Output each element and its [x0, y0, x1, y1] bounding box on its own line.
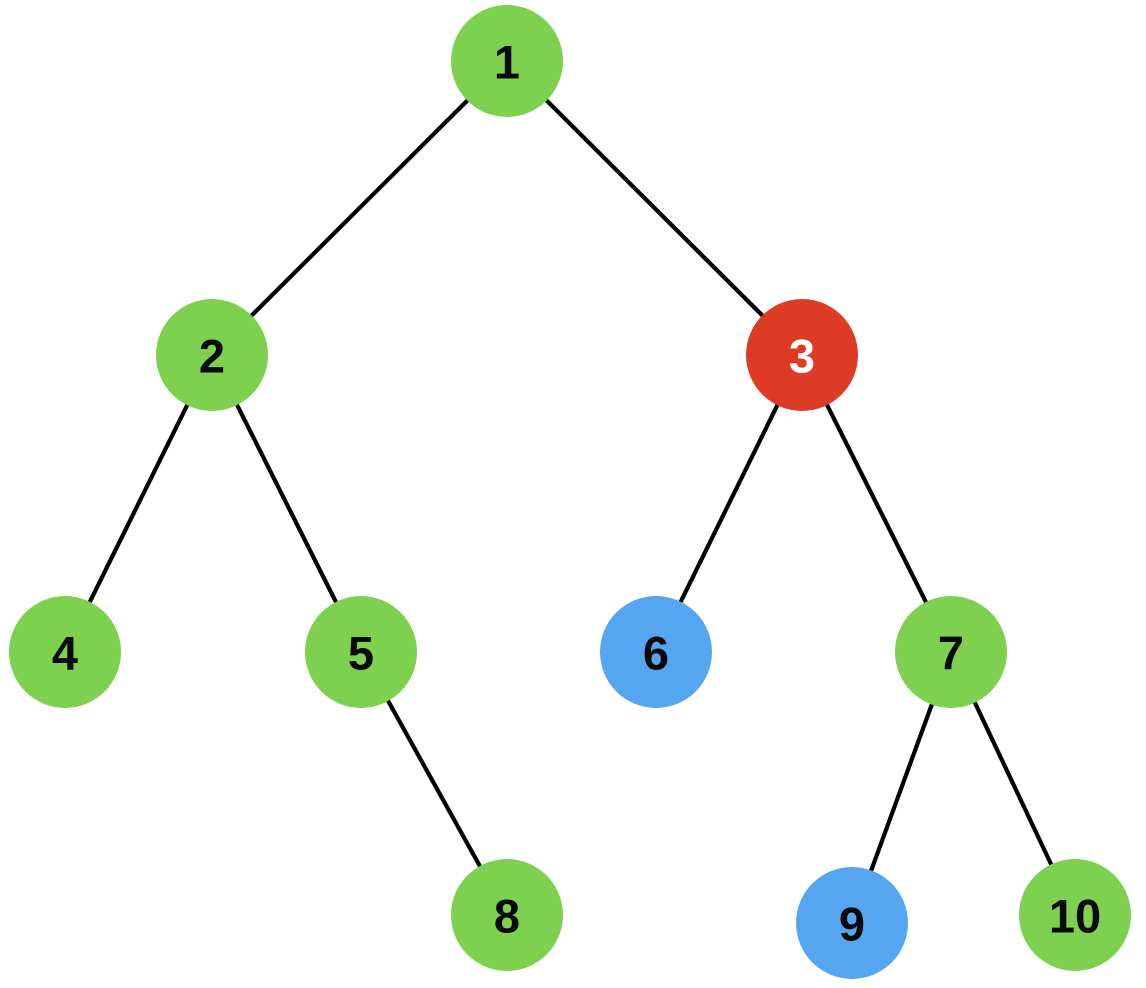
edges-layer [63, 59, 1077, 924]
tree-node[interactable]: 5 [305, 596, 417, 708]
tree-node-circle[interactable] [156, 299, 268, 411]
tree-node[interactable]: 3 [746, 299, 858, 411]
tree-node-circle[interactable] [796, 867, 908, 979]
tree-edge [210, 59, 509, 357]
tree-node-label: 8 [494, 890, 520, 943]
tree-node-label: 4 [52, 627, 78, 680]
tree-edge [505, 59, 804, 357]
tree-node[interactable]: 1 [451, 5, 563, 117]
tree-node[interactable]: 10 [1019, 859, 1131, 971]
tree-node[interactable]: 7 [895, 596, 1007, 708]
tree-node[interactable]: 8 [451, 859, 563, 971]
tree-node-circle[interactable] [746, 299, 858, 411]
tree-node-circle[interactable] [600, 596, 712, 708]
tree-node-circle[interactable] [451, 859, 563, 971]
nodes-layer: 1 2 3 4 5 6 7 8 9 10 [9, 5, 1131, 979]
tree-node-circle[interactable] [895, 596, 1007, 708]
tree-node-label: 1 [494, 36, 520, 89]
tree-node-label: 9 [839, 898, 865, 951]
tree-node-label: 10 [1049, 890, 1101, 943]
tree-node[interactable]: 2 [156, 299, 268, 411]
tree-node-label: 5 [348, 627, 374, 680]
tree-node[interactable]: 6 [600, 596, 712, 708]
tree-node[interactable]: 4 [9, 596, 121, 708]
tree-node-circle[interactable] [305, 596, 417, 708]
tree-node-label: 2 [199, 330, 225, 383]
tree-node-circle[interactable] [1019, 859, 1131, 971]
tree-node[interactable]: 9 [796, 867, 908, 979]
tree-node-label: 6 [643, 627, 669, 680]
tree-node-circle[interactable] [9, 596, 121, 708]
tree-node-label: 3 [789, 330, 815, 383]
tree-node-circle[interactable] [451, 5, 563, 117]
tree-node-label: 7 [938, 627, 964, 680]
